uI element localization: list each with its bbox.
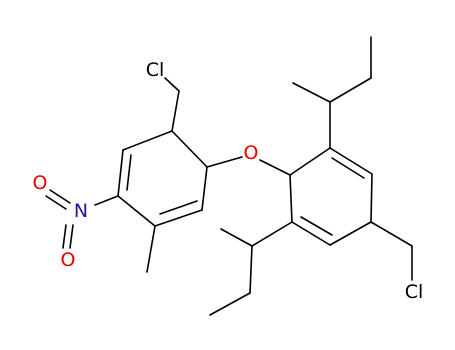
nitro-oxygen-upper-label: O: [33, 172, 48, 194]
sec-butyl-lower: [209, 221, 293, 316]
sec-butyl-upper: [292, 36, 372, 149]
bond: [201, 166, 208, 211]
bond: [249, 245, 253, 294]
bond: [62, 224, 67, 249]
bond: [259, 159, 291, 176]
bond: [292, 82, 331, 103]
left-ring: [117, 130, 208, 227]
bond: [154, 209, 203, 227]
bond: [331, 157, 365, 179]
chloromethyl-bottom: [370, 221, 413, 281]
nitro-nitrogen-label: N: [74, 200, 88, 222]
ether-linkage: [206, 156, 291, 176]
bond: [171, 90, 180, 132]
chloromethyl-top: [164, 77, 180, 132]
bond: [370, 221, 413, 247]
bond: [117, 195, 156, 227]
methyl-bond: [146, 225, 156, 273]
bond: [49, 189, 71, 204]
bond: [206, 156, 243, 168]
bond: [329, 221, 372, 246]
bond: [370, 173, 373, 223]
bond: [289, 174, 293, 223]
bond: [329, 147, 373, 175]
bond: [117, 149, 124, 197]
bond: [69, 224, 74, 249]
nitro-group: [45, 189, 119, 249]
bond: [329, 77, 372, 103]
chlorine-label-bottom: Cl: [405, 281, 424, 303]
right-ring: [289, 147, 373, 246]
nitro-oxygen-lower-label: O: [61, 249, 76, 271]
bond: [300, 216, 333, 236]
bond: [94, 195, 119, 206]
bond: [251, 221, 293, 247]
ether-oxygen-label: O: [244, 142, 259, 164]
bond: [291, 221, 331, 246]
bond: [126, 154, 132, 191]
bond: [171, 130, 208, 168]
bond: [289, 147, 331, 176]
bond: [159, 200, 198, 215]
bond: [209, 292, 251, 316]
bond: [122, 130, 173, 151]
bond: [45, 195, 67, 210]
chlorine-label-top: Cl: [146, 59, 165, 81]
bond: [164, 77, 180, 92]
bond: [220, 228, 253, 247]
